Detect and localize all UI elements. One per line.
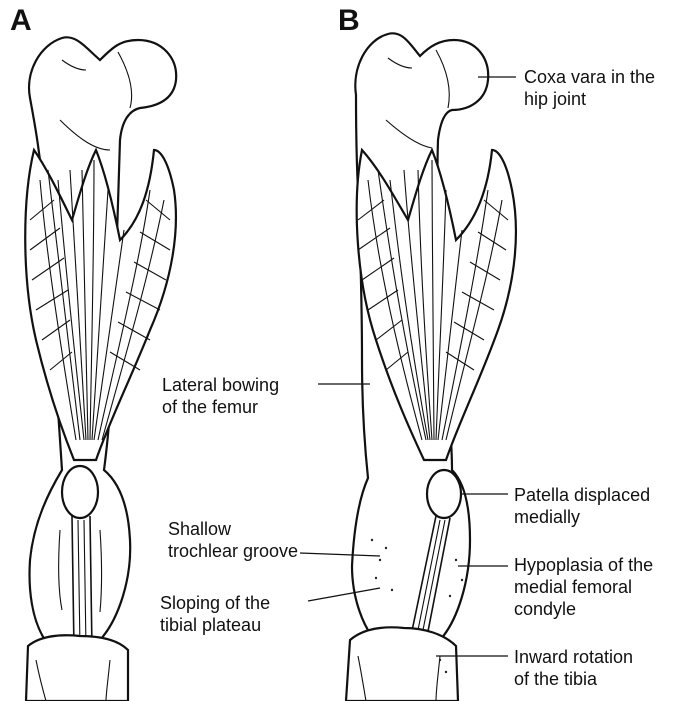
leg-b: [346, 33, 516, 701]
label-inward-rotation: Inward rotation of the tibia: [514, 646, 633, 690]
label-tibial-plateau: Sloping of the tibial plateau: [160, 592, 270, 636]
label-patella-displaced: Patella displaced medially: [514, 484, 650, 528]
patella-b: [427, 470, 461, 518]
label-coxa-vara: Coxa vara in the hip joint: [524, 66, 655, 110]
patella-a: [62, 466, 98, 518]
tibia-a: [26, 635, 128, 701]
label-lateral-bowing: Lateral bowing of the femur: [162, 374, 279, 418]
label-hypoplasia: Hypoplasia of the medial femoral condyle: [514, 554, 653, 620]
panel-label-a: A: [10, 6, 32, 36]
leg-a: [25, 37, 176, 701]
label-shallow-groove: Shallow trochlear groove: [168, 518, 298, 562]
tibia-b: [346, 627, 458, 701]
panel-label-b: B: [338, 6, 360, 36]
